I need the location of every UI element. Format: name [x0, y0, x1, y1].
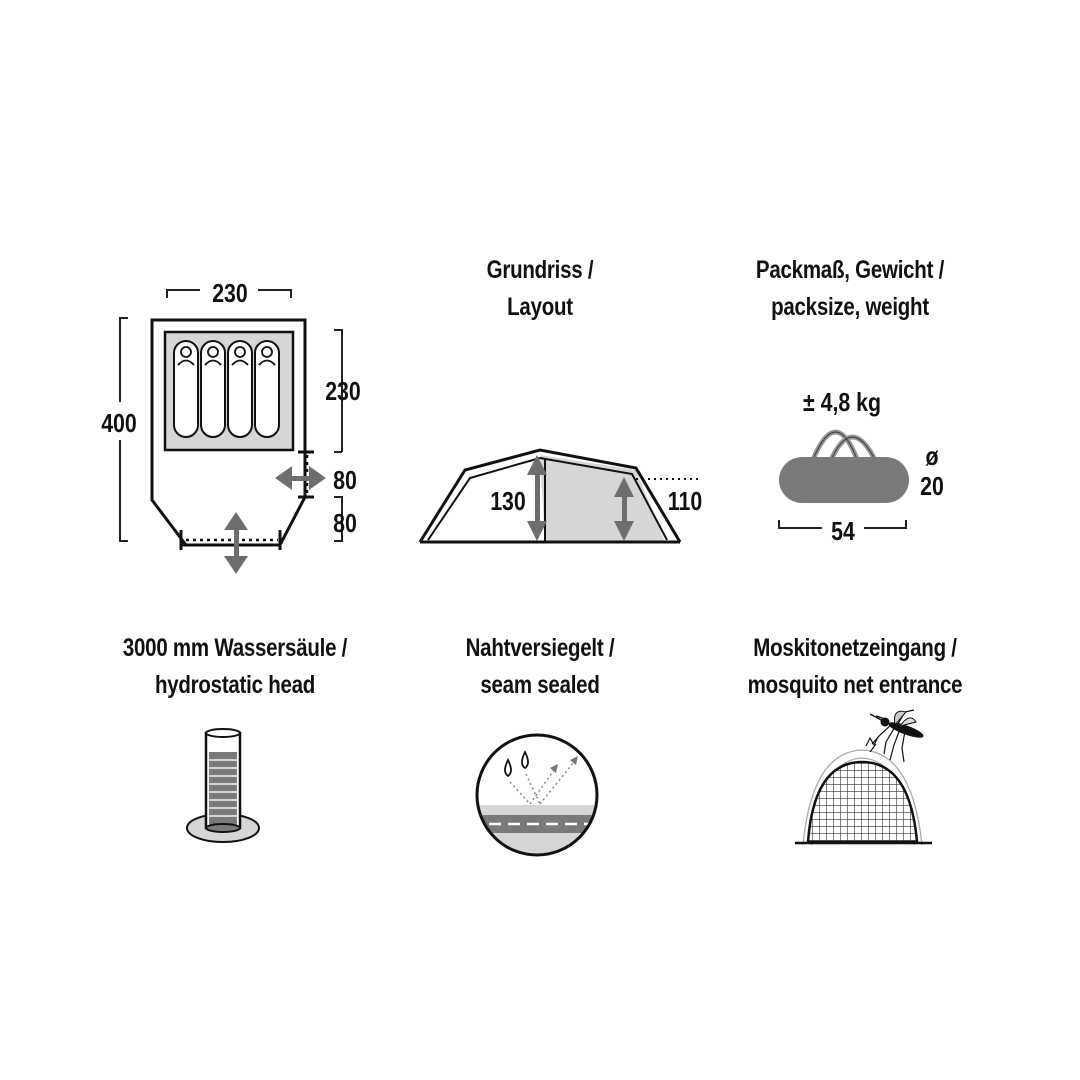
sleeping-bags	[173, 340, 280, 438]
mosquito-title-de: Moskitonetzeingang /	[753, 634, 957, 662]
pack-weight-label: ± 4,8 kg	[802, 387, 882, 417]
height-front-label: 130	[490, 486, 526, 516]
mosquito-net-mesh	[806, 760, 919, 844]
floorplan-inner-length-label: 230	[325, 376, 361, 406]
hydrostatic-title-en: hydrostatic head	[154, 671, 316, 699]
mosquito-title: Moskitonetzeingang / mosquito net entran…	[744, 630, 965, 704]
floorplan-side-entrance-label: 80	[333, 465, 357, 495]
seam-title: Nahtversiegelt / seam sealed	[442, 630, 639, 704]
pack-bag-body	[779, 457, 909, 503]
floorplan-dimension-lines	[119, 289, 343, 542]
pack-diameter-label: 20	[920, 471, 944, 501]
seam-title-en: seam sealed	[480, 671, 600, 699]
layout-title-de: Grundriss /	[486, 256, 594, 284]
mosquito-impact-lines	[865, 736, 879, 753]
height-arrow-front	[527, 455, 547, 541]
mosquito-icon	[869, 709, 924, 763]
pack-length-label: 54	[831, 516, 855, 546]
height-rear-label: 110	[667, 486, 703, 516]
hydrostatic-title: 3000 mm Wassersäule / hydrostatic head	[120, 630, 350, 704]
seam-title-de: Nahtversiegelt /	[465, 634, 615, 662]
height-arrow-rear	[614, 477, 634, 541]
mosquito-title-en: mosquito net entrance	[747, 671, 963, 699]
entrance-arrow-front	[224, 512, 248, 574]
pack-diameter-symbol: ø	[925, 441, 939, 471]
pack-title-de: Packmaß, Gewicht /	[755, 256, 945, 284]
pack-title-en: packsize, weight	[771, 293, 929, 321]
entrance-arrow-side	[275, 466, 326, 490]
floorplan-length-label: 400	[101, 408, 137, 438]
floorplan-vestibule-label: 80	[333, 508, 357, 538]
hydrostatic-title-de: 3000 mm Wassersäule /	[122, 634, 348, 662]
layout-title: Grundriss / Layout	[442, 252, 639, 326]
floorplan-width-label: 230	[212, 278, 248, 308]
pack-title: Packmaß, Gewicht / packsize, weight	[755, 252, 945, 326]
layout-title-en: Layout	[507, 293, 573, 321]
